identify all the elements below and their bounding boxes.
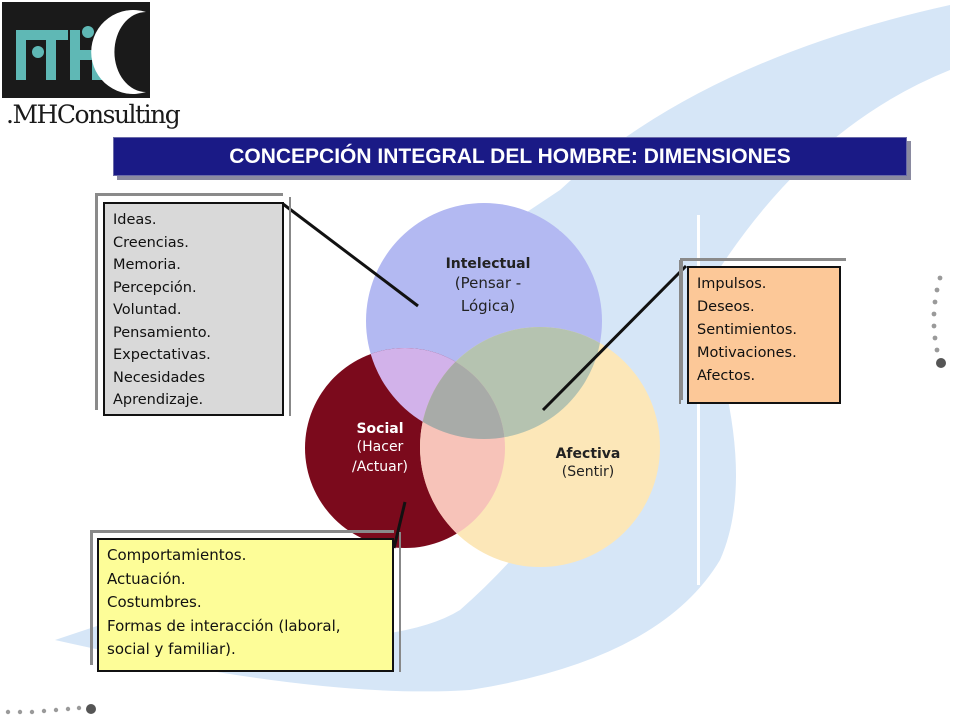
- box-intelectual-item: Aprendizaje.: [113, 392, 204, 408]
- box-afectiva-item: Motivaciones.: [697, 345, 797, 361]
- swoosh-shape: [55, 5, 950, 692]
- box-social-item: Actuación.: [107, 569, 186, 588]
- label-intelectual: Intelectual (Pensar - Lógica): [418, 256, 558, 318]
- dotted-trail-bottom: [5, 704, 96, 715]
- connector-lines: [282, 202, 688, 549]
- box-intelectual-item: Expectativas.: [113, 347, 211, 363]
- box-intelectual-item: Necesidades: [113, 369, 206, 386]
- box-intelectual-item: Creencias.: [113, 234, 189, 251]
- label-afectiva: Afectiva (Sentir): [538, 446, 638, 482]
- label-intelectual-name: Intelectual: [445, 256, 531, 272]
- label-intelectual-sub-2: Lógica): [460, 297, 516, 315]
- box-afectiva-item: Sentimientos.: [697, 322, 798, 338]
- box-social-item: social y familiar).: [107, 640, 236, 658]
- connector-intelectual: [282, 202, 419, 308]
- label-social-sub-2: /Actuar): [352, 459, 408, 475]
- page-title: CONCEPCIÓN INTEGRAL DEL HOMBRE: DIMENSIO…: [113, 137, 907, 176]
- box-social: Comportamientos. Actuación. Costumbres. …: [97, 538, 394, 672]
- company-name: .MHConsulting: [6, 100, 181, 129]
- box-intelectual-item: Voluntad.: [113, 302, 182, 318]
- overlap-center: [420, 348, 505, 439]
- company-logo: [2, 2, 150, 98]
- dotted-trail-right: [931, 275, 946, 368]
- box-intelectual-item: Percepción.: [113, 279, 197, 296]
- box-outer-frames: [90, 193, 846, 665]
- box-social-item: Comportamientos.: [107, 546, 247, 564]
- label-afectiva-name: Afectiva: [555, 446, 621, 462]
- box-intelectual-item: Pensamiento.: [113, 324, 211, 341]
- box-intelectual-item: Ideas.: [113, 212, 157, 228]
- box-social-item: Costumbres.: [107, 593, 202, 611]
- label-social-name: Social: [356, 421, 404, 437]
- box-social-item: Formas de interacción (laboral,: [107, 616, 341, 635]
- label-social-sub-1: (Hacer: [356, 439, 404, 455]
- box-afectiva: Impulsos. Deseos. Sentimientos. Motivaci…: [687, 266, 841, 404]
- mhc-logo-icon: [16, 9, 146, 95]
- box-afectiva-item: Afectos.: [697, 368, 756, 384]
- label-afectiva-sub-1: (Sentir): [561, 464, 615, 480]
- label-social: Social (Hacer /Actuar): [330, 421, 430, 477]
- connector-social: [392, 501, 407, 549]
- connector-afectiva: [541, 264, 688, 412]
- label-intelectual-sub-1: (Pensar -: [454, 274, 522, 292]
- box-intelectual-item: Memoria.: [113, 257, 181, 273]
- box-intelectual: Ideas. Creencias. Memoria. Percepción. V…: [103, 202, 284, 416]
- box-afectiva-item: Impulsos.: [697, 276, 767, 292]
- box-afectiva-item: Deseos.: [697, 299, 755, 315]
